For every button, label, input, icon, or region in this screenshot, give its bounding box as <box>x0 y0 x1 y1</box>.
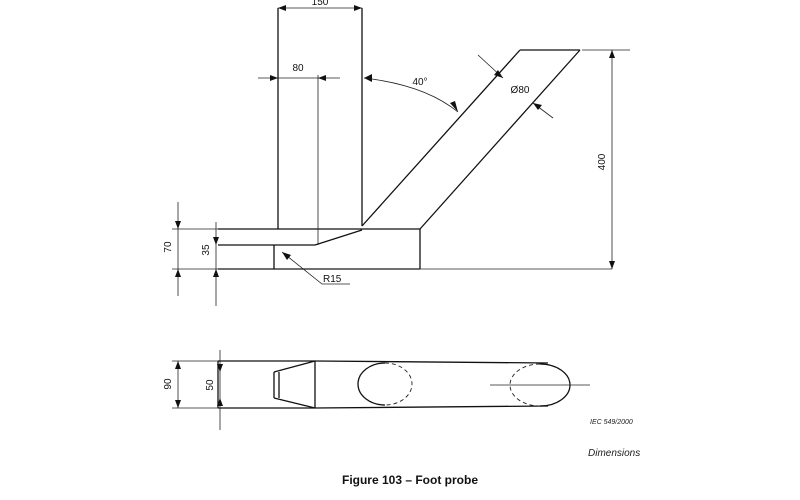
dimension-150: 150 <box>278 0 362 11</box>
plan-inner-bottom-slope <box>273 397 316 409</box>
dimension-90-label: 90 <box>163 378 174 390</box>
dimension-150-label: 150 <box>312 0 329 8</box>
dimension-50: 50 <box>205 350 223 430</box>
dimension-70: 70 <box>163 202 181 296</box>
plan-taper-top-edge <box>314 360 549 364</box>
dimension-400-label: 400 <box>597 153 608 170</box>
dimension-radius-label: R15 <box>323 274 342 285</box>
dimension-80: 80 <box>258 63 340 81</box>
dimension-80-label: 80 <box>292 63 304 74</box>
dimension-70-label: 70 <box>163 241 174 253</box>
foot-step-slope <box>314 229 363 246</box>
dimension-50-label: 50 <box>205 379 216 391</box>
dimension-angle-label: 40° <box>412 77 427 88</box>
plan-shank-ellipse-front <box>357 362 386 406</box>
side-elevation <box>172 8 630 270</box>
dimension-diameter: Ø80 <box>477 54 554 119</box>
plan-taper-bottom-edge <box>314 405 549 409</box>
inclined-leg-lower-edge <box>419 49 581 230</box>
plan-inner-top-slope <box>273 360 316 373</box>
figure-caption: Figure 103 – Foot probe <box>342 473 478 487</box>
plan-view <box>172 360 590 409</box>
dimension-radius: R15 <box>281 251 350 285</box>
plan-shank-ellipse-hidden <box>384 362 413 406</box>
iec-reference: IEC 549/2000 <box>590 419 633 426</box>
dimension-90: 90 <box>163 361 181 408</box>
dimension-35: 35 <box>201 222 219 306</box>
dimension-angle: 40° <box>363 74 459 113</box>
units-note: Dimensions <box>588 448 640 459</box>
inclined-leg-upper-edge <box>361 49 521 227</box>
dimension-400: 400 <box>597 50 615 269</box>
dimension-diameter-label: Ø80 <box>511 85 530 96</box>
dimension-35-label: 35 <box>201 244 212 256</box>
